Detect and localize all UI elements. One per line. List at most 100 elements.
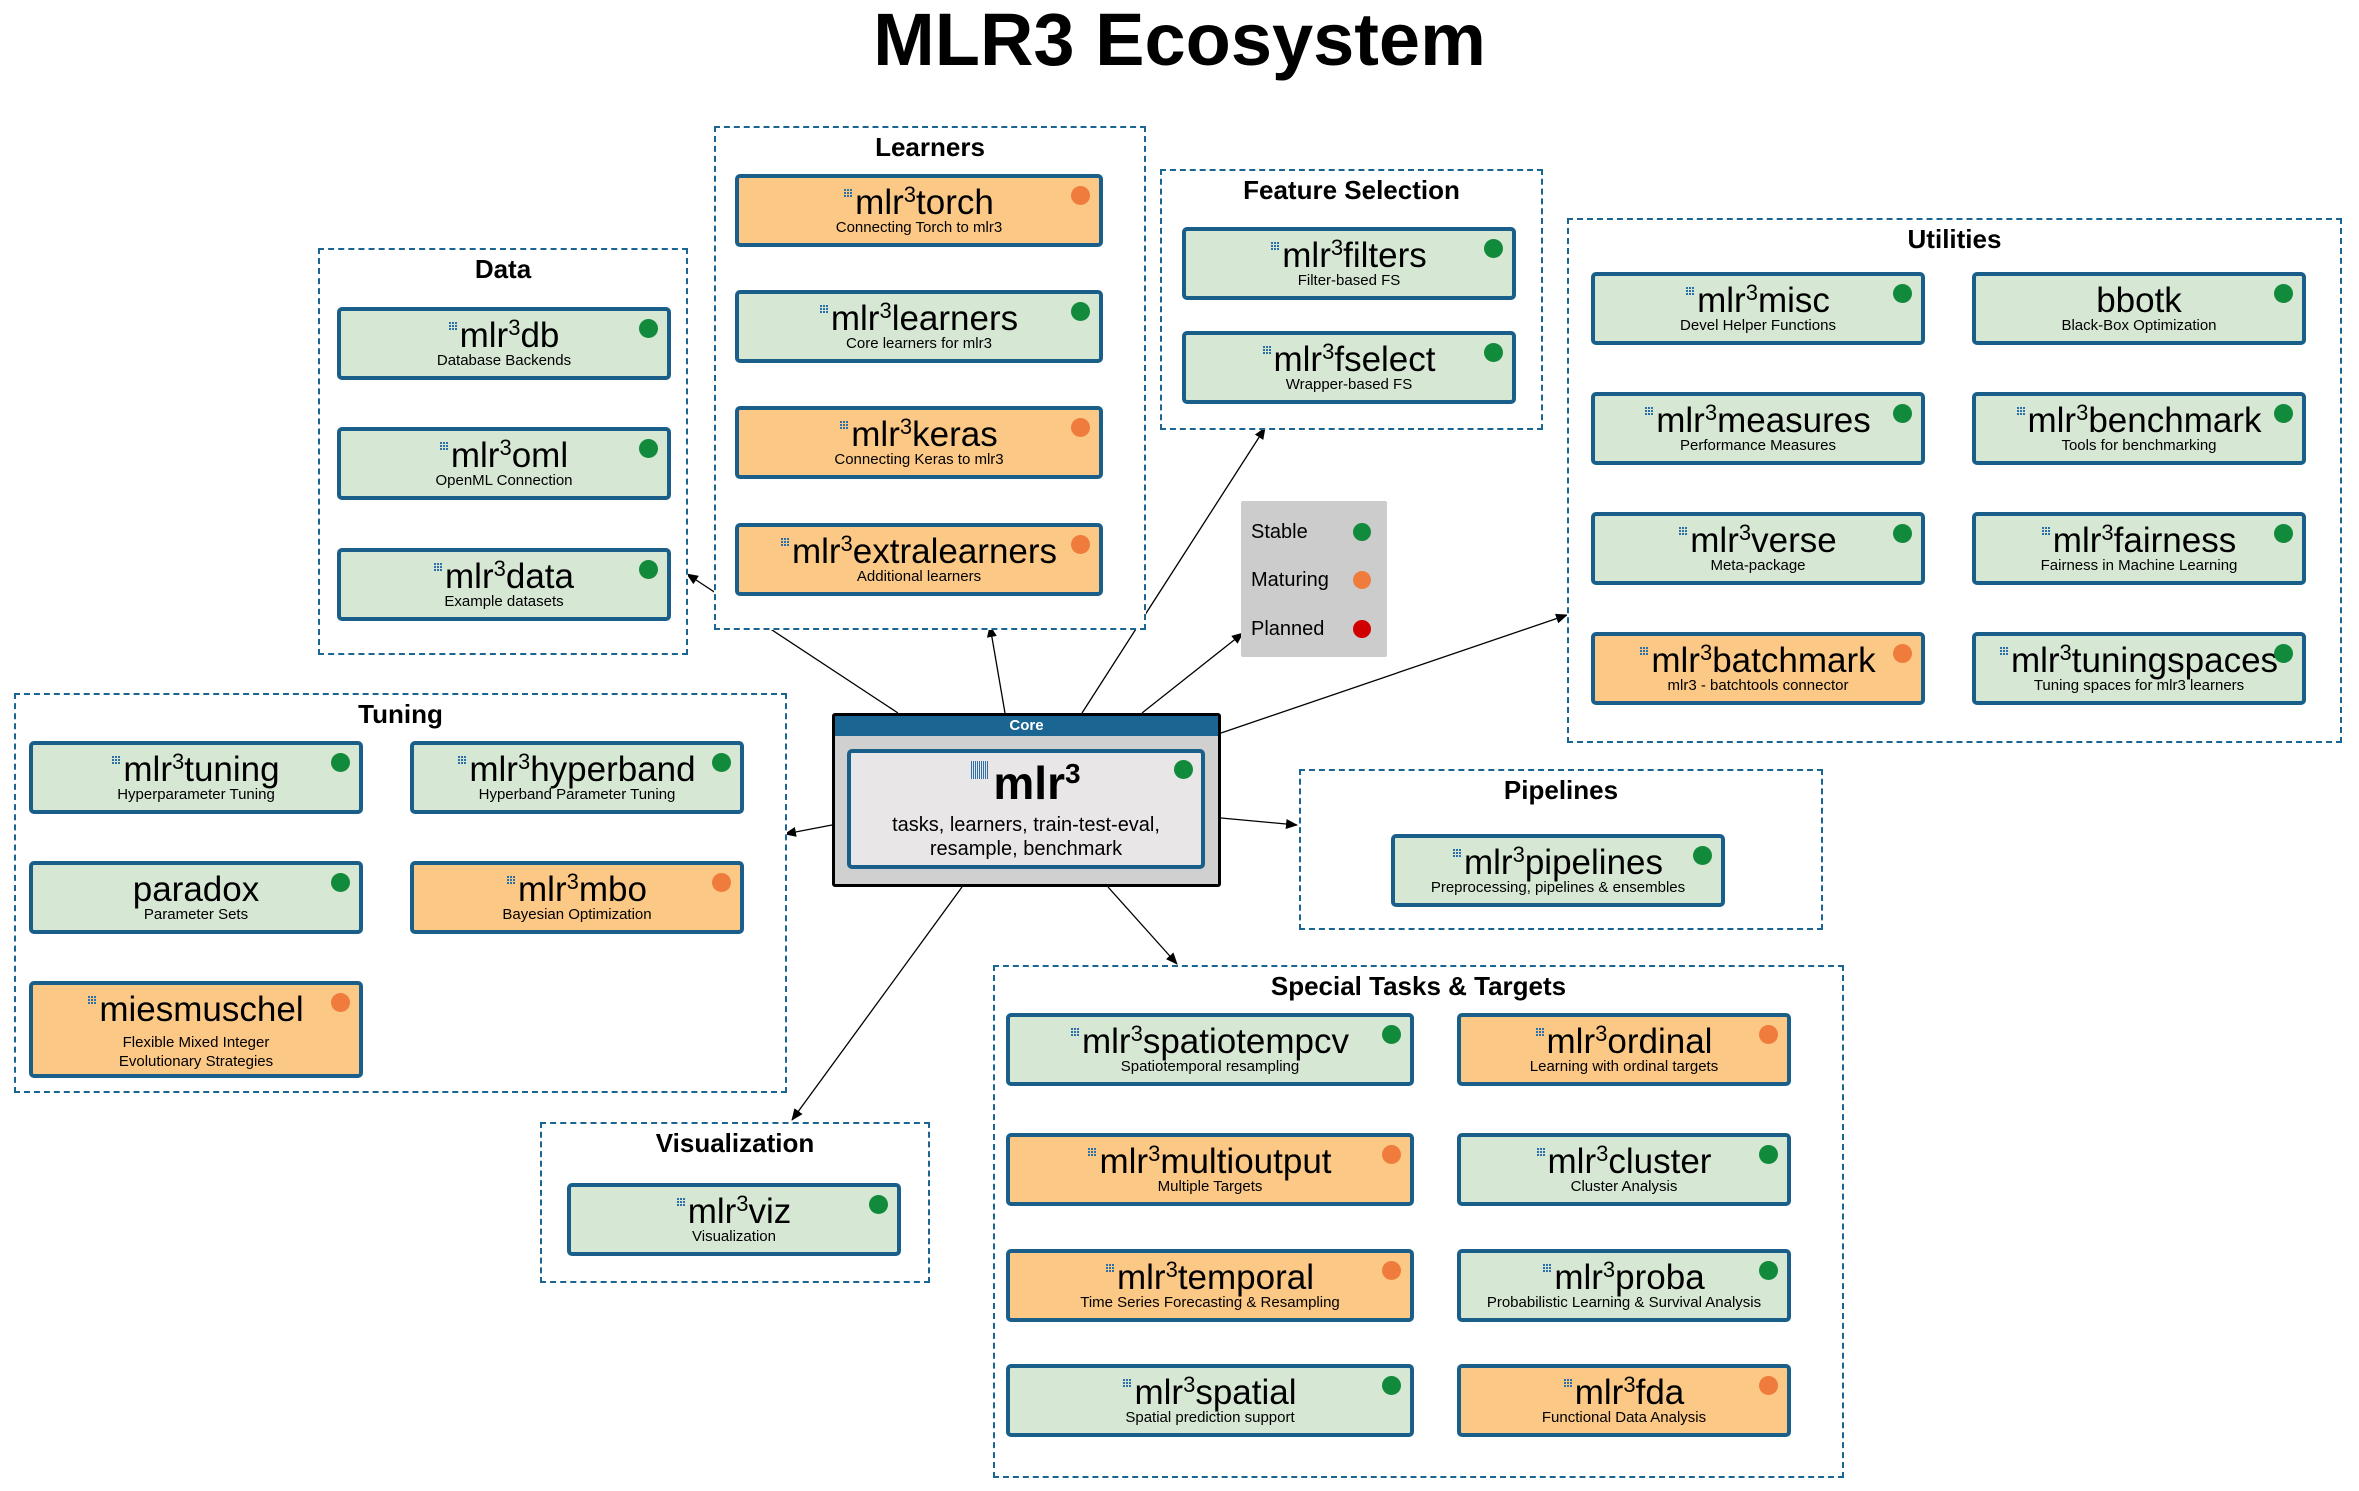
package-desc-line: Wrapper-based FS [1285,376,1413,393]
package-name: mlr3batchmark [1595,641,1921,681]
package-description: Parameter Sets [33,905,359,924]
package-name-sup: 3 [1165,1257,1178,1282]
package-name-text: bbotk [2096,281,2182,320]
package-name-text: mlr [1547,1142,1597,1181]
group-title: Utilities [1907,224,2002,254]
package-name-text: mlr [855,183,904,222]
package-name-text: mlr [1690,521,1739,560]
package-name: bbotk [1976,281,2302,321]
package-name-suffix: cluster [1608,1142,1712,1181]
arrow-to-tuning [784,824,833,837]
status-dot-maturing [712,873,731,892]
package-description: mlr3 - batchtools connector [1595,676,1921,695]
package-name-suffix: hyperband [530,750,696,789]
package-desc-line: Visualization [692,1228,776,1245]
mlr3-logo-icon [448,322,458,331]
arrow-to-utilities [1220,613,1568,734]
package-name-suffix: misc [1757,281,1830,320]
mlr3-logo-icon [1453,849,1462,858]
package-name-text: mlr [1697,281,1746,320]
status-dot-maturing [331,993,350,1012]
package-name-suffix: ordinal [1607,1022,1713,1061]
core-node[interactable]: Core mlr3 tasks, learners, train-test-ev… [832,713,1221,887]
status-dot [1174,760,1193,779]
package-name-suffix: tuningspaces [2071,641,2279,680]
package-name-text: mlr [1546,1022,1596,1061]
package-description: Performance Measures [1595,436,1921,455]
package-description: Connecting Torch to mlr3 [739,218,1099,237]
status-dot-stable [1382,1025,1401,1044]
package-name: mlr3tuningspaces [1976,641,2302,681]
mlr3-logo-icon [971,761,990,779]
package-name-text: mlr [2052,521,2102,560]
core-package-mlr3[interactable]: mlr3 tasks, learners, train-test-eval, r… [847,749,1205,869]
mlr3-logo-icon [1271,242,1281,251]
mlr3-logo-icon [1640,647,1650,656]
package-name-text: mlr [469,750,518,789]
package-desc-line: Preprocessing, pipelines & ensembles [1430,879,1686,896]
status-dot-maturing [1071,186,1090,205]
legend-dot-maturing [1353,571,1371,589]
status-dot-stable [1893,284,1912,303]
legend-label: Maturing [1251,569,1329,591]
mlr3-logo-icon [676,1198,686,1207]
package-name-text: mlr [1656,401,1705,440]
package-name-text: mlr [459,316,509,355]
package-name-suffix: fda [1635,1373,1685,1412]
package-name-suffix: learners [891,299,1019,338]
package-name-suffix: filters [1343,236,1427,275]
package-name-text: mlr [1081,1022,1131,1061]
package-desc-line: Performance Measures [1680,437,1836,454]
status-dot-maturing [1382,1261,1401,1280]
package-name-sup: 3 [1623,1372,1636,1397]
package-name-suffix: keras [912,415,998,454]
status-dot-stable [1759,1261,1778,1280]
package-name: mlr3fairness [1976,521,2302,561]
package-desc-line: Connecting Torch to mlr3 [835,219,1003,236]
package-name: mlr3torch [739,183,1099,223]
package-name-sup: 3 [1745,280,1758,305]
package-description: Functional Data Analysis [1461,1408,1787,1427]
package-description: Time Series Forecasting & Resampling [1010,1293,1410,1312]
package-desc-line: Parameter Sets [143,906,249,923]
package-name: mlr3cluster [1461,1142,1787,1182]
package-desc-line: Bayesian Optimization [502,906,652,923]
package-description: Database Backends [341,351,667,370]
package-name: mlr3proba [1461,1258,1787,1298]
package-name-text: mlr [830,299,880,338]
arrow-to-special [1107,886,1178,965]
